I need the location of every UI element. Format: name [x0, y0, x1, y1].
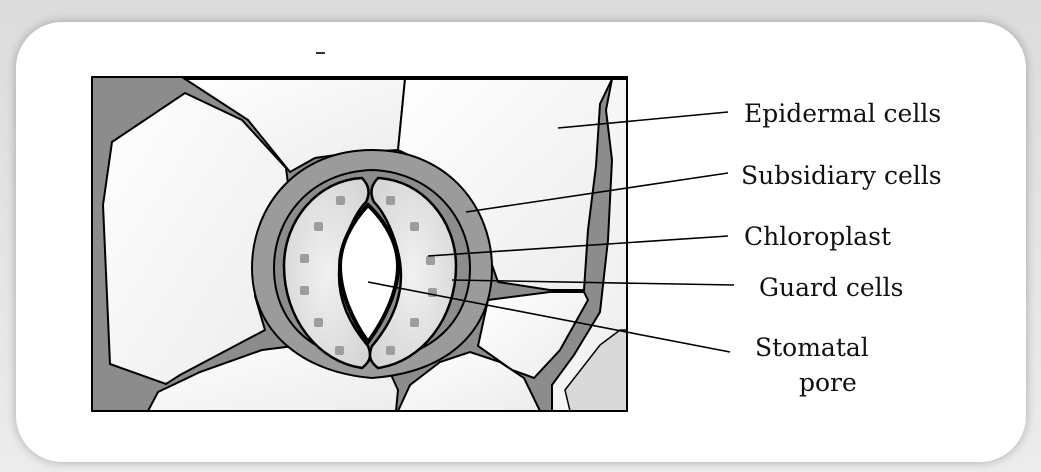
chloroplast: [386, 346, 395, 355]
chloroplast: [314, 222, 323, 231]
top-mark: [316, 52, 325, 54]
label-guard-cells: Guard cells: [759, 273, 904, 302]
chloroplast: [300, 286, 309, 295]
chloroplast: [314, 318, 323, 327]
chloroplast: [300, 254, 309, 263]
label-stomatal-pore-line2: pore: [799, 368, 857, 397]
label-stomatal-pore-line1: Stomatal: [755, 333, 869, 362]
chloroplast: [410, 318, 419, 327]
label-chloroplast: Chloroplast: [744, 222, 891, 251]
chloroplast: [335, 346, 344, 355]
chloroplast: [426, 256, 435, 265]
label-epidermal-cells: Epidermal cells: [744, 99, 941, 128]
label-subsidiary-cells: Subsidiary cells: [741, 161, 942, 190]
cell-tissue: [92, 77, 627, 411]
chloroplast: [386, 196, 395, 205]
chloroplast: [336, 196, 345, 205]
chloroplast: [410, 222, 419, 231]
